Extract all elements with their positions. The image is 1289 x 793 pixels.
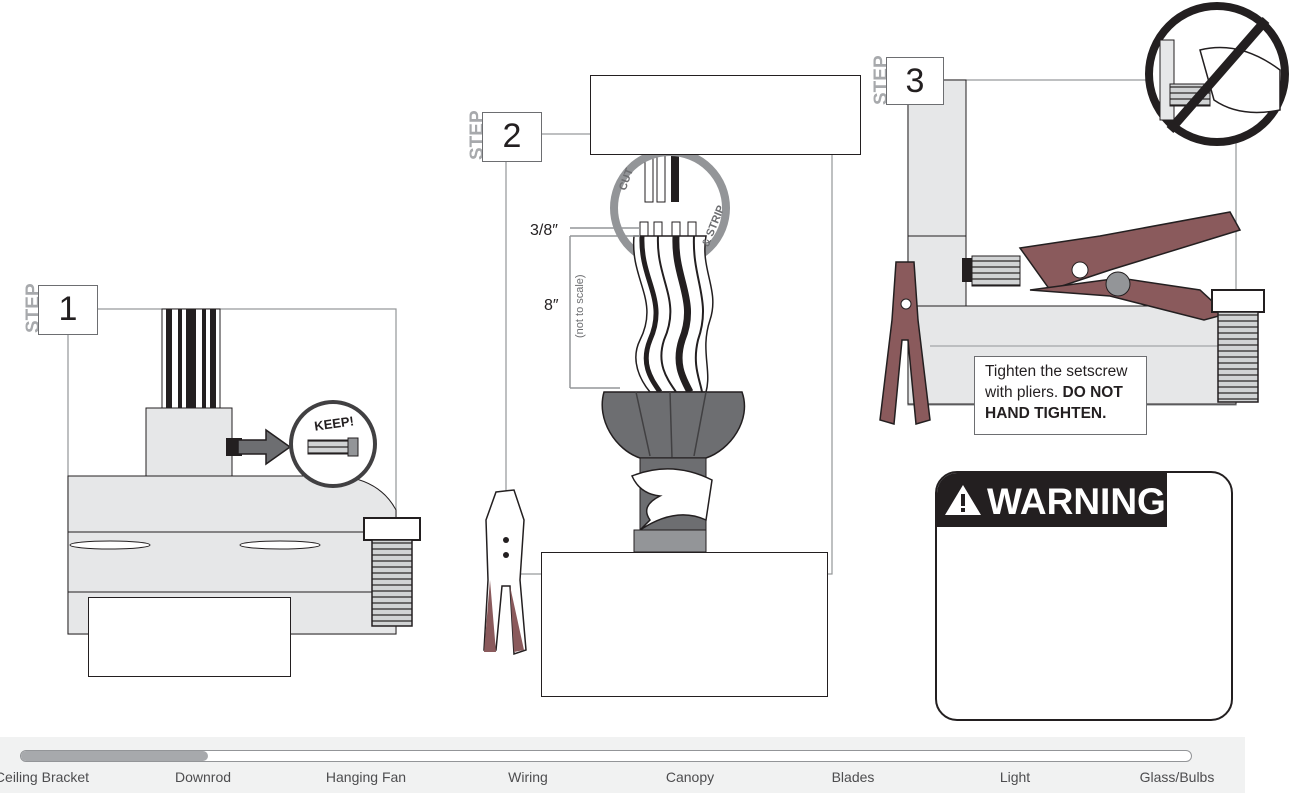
step1-illustration <box>67 308 421 635</box>
step-2-bottom-box <box>541 552 828 697</box>
progress-fill <box>21 751 209 761</box>
nav-item-glass-bulbs[interactable]: Glass/Bulbs <box>1139 769 1215 785</box>
step2-illustration <box>483 133 833 656</box>
warning-triangle-icon <box>943 476 983 515</box>
step-2-number: 2 <box>482 112 542 162</box>
warning-header: WARNING <box>937 473 1167 527</box>
strip-length-label: 3/8″ <box>530 222 558 239</box>
keep-text: KEEP! <box>313 413 354 433</box>
nav-item-canopy[interactable]: Canopy <box>665 769 715 785</box>
callout-text: Tighten the setscrew with pliers. <box>985 363 1128 401</box>
step-3-number: 3 <box>886 57 944 105</box>
nav-item-light[interactable]: Light <box>999 769 1031 785</box>
nav-item-blades[interactable]: Blades <box>831 769 875 785</box>
warning-title: WARNING <box>987 481 1166 522</box>
step-2-top-box <box>590 75 861 155</box>
progress-track[interactable] <box>20 750 1192 762</box>
wire-length-label: 8″ <box>544 297 559 314</box>
nav-item-downrod[interactable]: Downrod <box>174 769 232 785</box>
step-1-blank-box <box>88 597 291 677</box>
keep-label: KEEP! <box>313 413 354 433</box>
nav-item-hanging-fan[interactable]: Hanging Fan <box>325 769 407 785</box>
step3-illustration <box>879 2 1289 425</box>
step-1-number: 1 <box>38 285 98 335</box>
warning-box: WARNING <box>935 471 1233 721</box>
not-to-scale-note: (not to scale) <box>574 274 586 338</box>
nav-item-wiring[interactable]: Wiring <box>508 769 548 785</box>
section-nav: Ceiling Bracket Downrod Hanging Fan Wiri… <box>0 737 1245 793</box>
callout-emphasis: DO NOT HAND TIGHTEN. <box>985 384 1123 422</box>
nav-item-ceiling-bracket[interactable]: Ceiling Bracket <box>0 769 90 785</box>
setscrew-callout: Tighten the setscrew with pliers. DO NOT… <box>974 356 1147 435</box>
